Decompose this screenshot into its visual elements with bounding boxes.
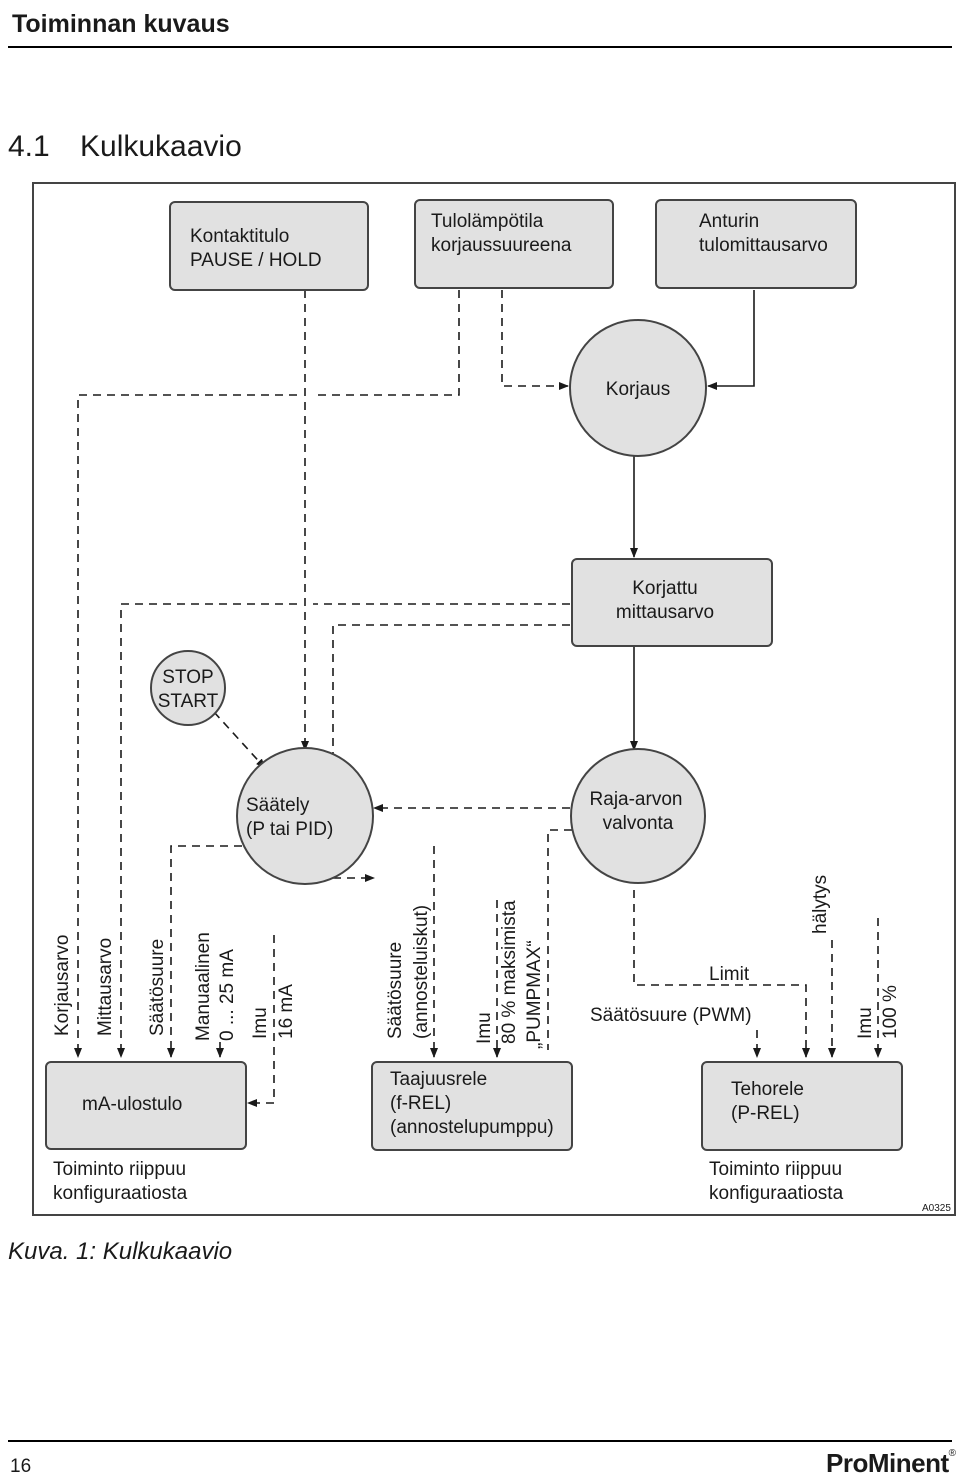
connector-measured-value-b — [117, 603, 297, 1058]
sensor-input-line2: tulomittausarvo — [699, 235, 828, 256]
signal-pulse80-line1: Imu — [474, 1012, 495, 1044]
freq-relay-line1: Taajuusrele — [390, 1069, 487, 1090]
connector-measured-to-control — [332, 624, 570, 882]
contact-input-line2: PAUSE / HOLD — [190, 250, 322, 271]
temperature-input-line2: korjaussuureena — [431, 235, 572, 256]
start-label: START — [158, 691, 219, 712]
signal-control-variable: Säätösuure — [147, 939, 168, 1036]
connector-correction-value — [74, 394, 297, 1058]
signal-dosing-line1: Säätösuure — [385, 942, 406, 1039]
power-relay-line2: (P-REL) — [731, 1103, 800, 1124]
temperature-input-line1: Tulolämpötila — [431, 211, 544, 232]
control-line1: Säätely — [246, 795, 310, 816]
figure-caption: Kuva. 1: Kulkukaavio — [8, 1238, 233, 1265]
correction-node — [569, 319, 707, 457]
connector-sensor-to-correction — [707, 290, 755, 390]
signal-pulse16-line2: 16 mA — [276, 984, 297, 1039]
page-number: 16 — [10, 1456, 32, 1477]
connector-stopstart-to-control — [213, 711, 266, 769]
connector-temp-to-correction-b — [501, 290, 569, 390]
page-header — [8, 0, 952, 48]
ma-output-label: mA-ulostulo — [82, 1094, 182, 1115]
connector-limit-to-pulse80 — [547, 829, 586, 1050]
section-number: 4.1 — [8, 130, 50, 163]
diagram-frame — [32, 182, 956, 1216]
corrected-value-line2: mittausarvo — [616, 602, 714, 623]
config-note-left-line2: konfiguraatiosta — [53, 1183, 188, 1204]
freq-relay-box — [371, 1061, 573, 1151]
signal-correction-value: Korjausarvo — [52, 935, 73, 1036]
config-note-right-line1: Toiminto riippuu — [709, 1159, 842, 1180]
control-line2: (P tai PID) — [246, 819, 333, 840]
control-node — [236, 747, 374, 885]
freq-relay-line3: (annostelupumppu) — [390, 1117, 554, 1138]
contact-input-box — [169, 201, 369, 291]
correction-label: Korjaus — [606, 379, 670, 400]
limit-monitor-line2: valvonta — [603, 813, 674, 834]
limit-monitor-line1: Raja-arvon — [590, 789, 683, 810]
signal-pulse100-line1: Imu — [855, 1007, 876, 1039]
ma-output-box — [45, 1061, 247, 1150]
signal-measured-value: Mittausarvo — [95, 938, 116, 1036]
signal-pulse80-line3: „PUMPMAX“ — [524, 940, 545, 1049]
signal-pulse100-line2: 100 % — [880, 985, 901, 1039]
connector-temp-to-correction — [313, 290, 460, 396]
signal-manual-line1: Manuaalinen — [193, 932, 214, 1041]
sensor-input-box — [655, 199, 857, 289]
registered-mark: ® — [948, 1448, 956, 1459]
connector-control-variable — [167, 845, 242, 1058]
signal-pulse16-line1: Imu — [250, 1007, 271, 1039]
section-title: Kulkukaavio — [80, 130, 242, 163]
signal-pulse80-line2: 80 % maksimista — [499, 900, 520, 1044]
header-title: Toiminnan kuvaus — [12, 10, 230, 38]
signal-dosing-line2: (annosteluiskut) — [411, 905, 432, 1039]
stop-label: STOP — [162, 667, 213, 688]
signal-manual-line2: 0 ... 25 mA — [217, 949, 238, 1041]
stop-start-node — [150, 650, 226, 726]
config-note-left-line1: Toiminto riippuu — [53, 1159, 186, 1180]
corrected-value-box — [571, 558, 773, 647]
figure-id: A0325 — [922, 1203, 951, 1214]
footer-rule — [8, 1440, 952, 1442]
contact-input-line1: Kontaktitulo — [190, 226, 289, 247]
config-note-right-line2: konfiguraatiosta — [709, 1183, 844, 1204]
corrected-value-line1: Korjattu — [632, 578, 697, 599]
temperature-input-box — [414, 199, 614, 289]
freq-relay-line2: (f-REL) — [390, 1093, 451, 1114]
signal-limit: Limit — [709, 964, 750, 985]
sensor-input-line1: Anturin — [699, 211, 759, 232]
connector-pulse16 — [247, 935, 275, 1107]
limit-monitor-node — [570, 748, 706, 884]
power-relay-line1: Tehorele — [731, 1079, 804, 1100]
power-relay-box — [701, 1061, 903, 1151]
connector-limit — [633, 890, 810, 1058]
signal-alarm: hälytys — [810, 875, 831, 934]
brand-logo: ProMinent® — [826, 1448, 956, 1479]
signal-pwm: Säätösuure (PWM) — [590, 1005, 752, 1026]
brand-name: ProMinent — [826, 1448, 949, 1478]
